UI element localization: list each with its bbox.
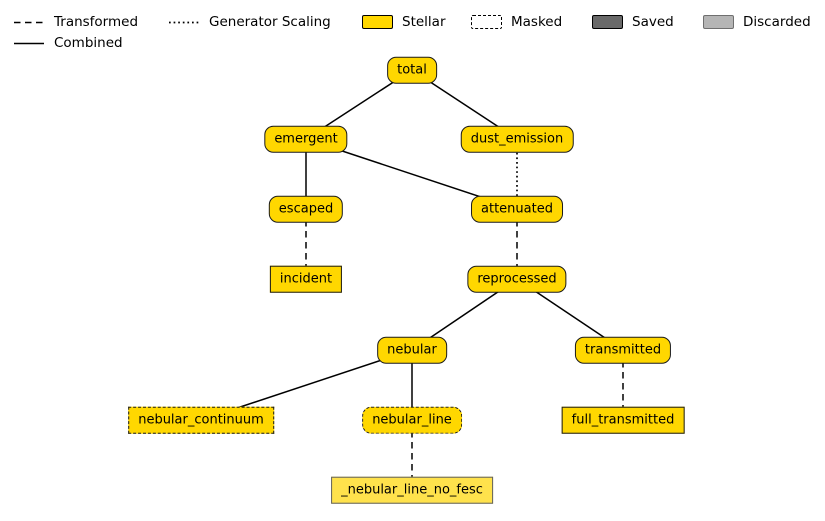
node-nebular_continuum: nebular_continuum [128, 406, 274, 434]
node-nebular_line: nebular_line [362, 406, 462, 434]
node-full_transmitted: full_transmitted [561, 406, 685, 434]
legend-label-generator-scaling: Generator Scaling [209, 14, 331, 30]
legend-item-stellar: Stellar [362, 14, 446, 30]
transformed-swatch [14, 21, 44, 23]
stellar-swatch [362, 15, 393, 29]
legend-label-saved: Saved [632, 14, 674, 30]
legend-item-transformed: Transformed [13, 14, 138, 30]
combined-swatch [14, 42, 44, 44]
generator-scaling-swatch [169, 21, 199, 23]
node-transmitted: transmitted [574, 336, 672, 364]
node-nebular: nebular [377, 336, 447, 364]
legend-item-saved: Saved [592, 14, 674, 30]
masked-swatch [471, 15, 502, 29]
node-total: total [387, 56, 437, 84]
legend-item-generator-scaling: Generator Scaling [168, 14, 331, 30]
legend-label-discarded: Discarded [743, 14, 811, 30]
node-attenuated: attenuated [471, 195, 563, 223]
legend-item-discarded: Discarded [703, 14, 811, 30]
legend-item-combined: Combined [13, 35, 123, 51]
saved-swatch [592, 15, 623, 29]
legend-label-stellar: Stellar [402, 14, 446, 30]
node-escaped: escaped [268, 195, 344, 223]
node-reprocessed: reprocessed [467, 265, 567, 293]
legend-label-masked: Masked [511, 14, 563, 30]
legend-label-transformed: Transformed [54, 14, 139, 30]
node-_nebular_line_no_fesc: _nebular_line_no_fesc [331, 476, 493, 504]
node-dust_emission: dust_emission [460, 125, 574, 153]
legend-label-combined: Combined [54, 35, 123, 51]
node-emergent: emergent [264, 125, 348, 153]
node-incident: incident [269, 265, 343, 293]
legend-item-masked: Masked [471, 14, 562, 30]
discarded-swatch [703, 15, 734, 29]
